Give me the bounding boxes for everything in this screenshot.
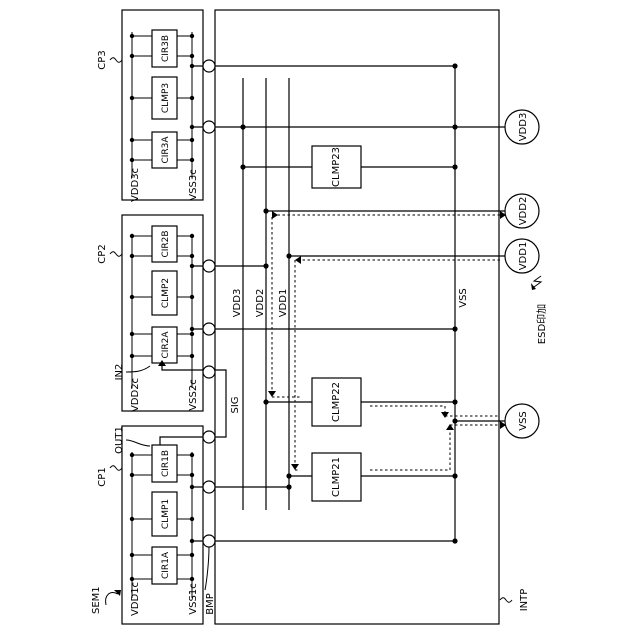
cp3-blocks: CIR3B CLMP3 CIR3A — [152, 30, 177, 168]
block-clmp3-label: CLMP3 — [161, 83, 171, 113]
label-bmp: BMP — [205, 593, 216, 615]
label-vdd1c: VDD1c — [130, 582, 141, 616]
terminal-vss: VSS — [505, 404, 539, 438]
label-cp2: CP2 — [97, 244, 108, 263]
label-vss3c: VSS3c — [188, 169, 199, 200]
label-intp: INTP — [519, 589, 530, 612]
block-clmp2-label: CLMP2 — [161, 278, 171, 308]
bump — [203, 535, 215, 547]
block-cir1b-label: CIR1B — [161, 450, 171, 477]
label-cp3: CP3 — [97, 50, 108, 69]
esd-discharge-paths — [272, 215, 500, 470]
block-cir3b-label: CIR3B — [161, 35, 171, 62]
label-in2: IN2 — [114, 364, 125, 381]
bumps — [203, 60, 215, 547]
esd-path-arrows — [268, 211, 506, 470]
label-vdd2-rail: VDD2 — [255, 289, 266, 318]
label-cp1: CP1 — [97, 467, 108, 486]
block-cir2a-label: CIR2A — [161, 331, 171, 359]
label-vss1c: VSS1c — [188, 583, 199, 614]
block-clmp21-label: CLMP21 — [331, 457, 342, 497]
block-clmp23-label: CLMP23 — [331, 147, 342, 187]
cp1-blocks: CIR1B CLMP1 CIR1A — [152, 445, 177, 584]
terminal-vdd2-label: VDD2 — [518, 197, 529, 226]
label-vdd3c: VDD3c — [130, 168, 141, 202]
bump — [203, 60, 215, 72]
label-vss-rail: VSS — [458, 288, 469, 308]
terminal-vdd1: VDD1 — [505, 239, 539, 273]
terminal-vss-label: VSS — [518, 411, 529, 431]
bump — [203, 121, 215, 133]
label-vdd1-rail: VDD1 — [278, 289, 289, 318]
label-vdd2c: VDD2c — [130, 378, 141, 412]
sem1-arrow — [106, 590, 121, 605]
label-out1: OUT1 — [114, 426, 125, 454]
block-cir1a-label: CIR1A — [161, 551, 171, 579]
terminal-vdd3-label: VDD3 — [518, 113, 529, 142]
terminal-vdd1-label: VDD1 — [518, 242, 529, 271]
block-cir2b-label: CIR2B — [161, 230, 171, 257]
label-vss2c: VSS2c — [188, 379, 199, 410]
terminal-vdd3: VDD3 — [505, 110, 539, 144]
block-clmp1-label: CLMP1 — [161, 499, 171, 529]
bump — [203, 260, 215, 272]
terminal-vdd2: VDD2 — [505, 194, 539, 228]
block-cir3a-label: CIR3A — [161, 136, 171, 164]
bump — [203, 323, 215, 335]
bump — [203, 481, 215, 493]
cp2-blocks: CIR2B CLMP2 CIR2A — [152, 226, 177, 363]
bump-in2 — [203, 366, 215, 378]
bump-out1 — [203, 431, 215, 443]
label-sem1: SEM1 — [91, 586, 102, 614]
label-sig: SIG — [230, 396, 241, 413]
block-clmp22-label: CLMP22 — [331, 382, 342, 422]
label-esd: ESD印加 — [536, 304, 548, 344]
esd-lightning-icon — [531, 276, 541, 290]
label-vdd3-rail: VDD3 — [232, 289, 243, 318]
